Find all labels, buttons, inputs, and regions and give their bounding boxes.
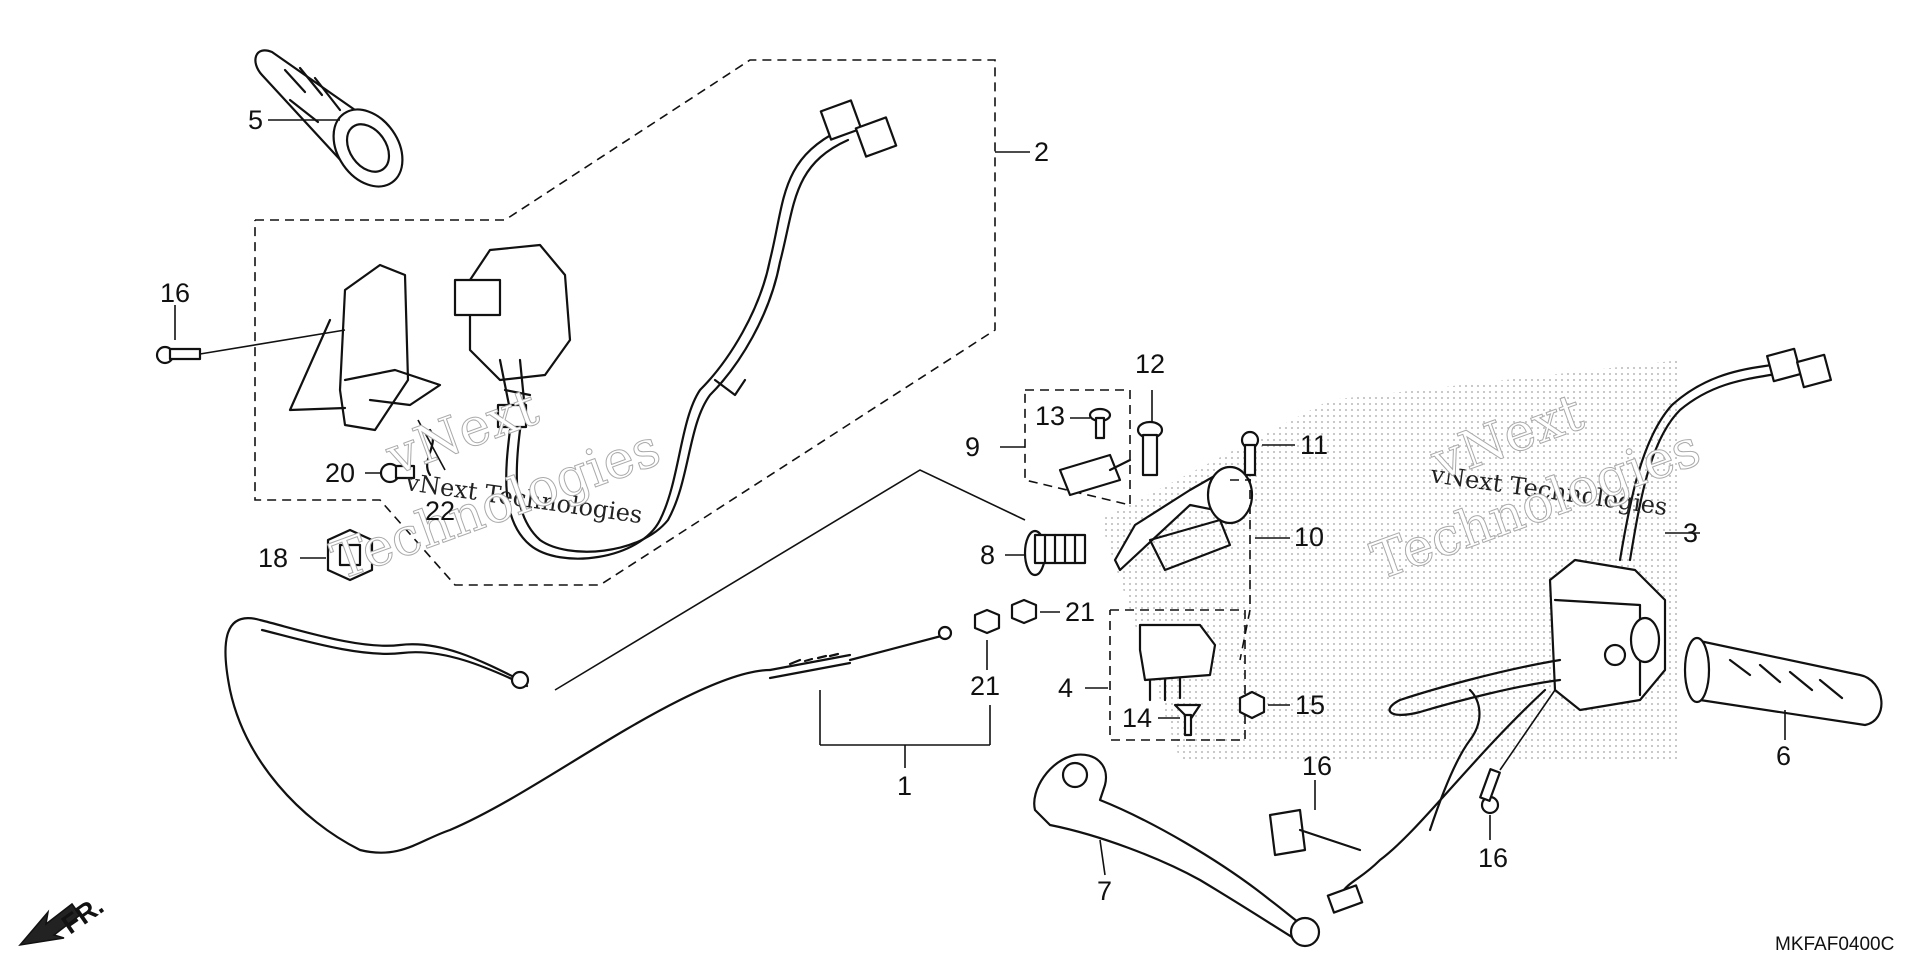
callout-5: 5 (248, 105, 263, 135)
right-switch-housing (1548, 558, 1667, 712)
callout-16-right: 16 (1478, 843, 1508, 873)
bolt-16-right (1479, 768, 1501, 815)
left-harness (505, 128, 842, 560)
screw-14 (1173, 703, 1202, 737)
callout-16-left: 16 (160, 278, 190, 308)
front-label: FR. (56, 890, 109, 940)
callout-3: 3 (1683, 518, 1698, 548)
bolt-16-left (155, 345, 202, 365)
callout-22: 22 (425, 496, 455, 526)
callout-1: 1 (897, 771, 912, 801)
front-arrow-icon (18, 902, 82, 947)
callout-2: 2 (1034, 137, 1049, 167)
nut-21a (1010, 598, 1038, 625)
left-switch-cover (288, 263, 442, 432)
callout-10: 10 (1294, 522, 1324, 552)
nut-15 (1238, 690, 1266, 720)
callout-13: 13 (1035, 401, 1065, 431)
nut-21b (973, 608, 1001, 635)
callout-18: 18 (258, 543, 288, 573)
bolt-11 (1240, 430, 1260, 477)
clutch-lever-7 (1033, 753, 1321, 948)
switch-plate-9 (1058, 453, 1132, 497)
right-grip (1683, 636, 1883, 727)
callout-7: 7 (1097, 876, 1112, 906)
switch-4 (1138, 623, 1217, 702)
callout-17: 16 (1302, 751, 1332, 781)
diagram-code: MKFAF0400C (1775, 934, 1894, 955)
callout-9: 9 (965, 432, 980, 462)
callout-12: 12 (1135, 349, 1165, 379)
group-outline-2 (254, 59, 996, 586)
callout-15: 15 (1295, 690, 1325, 720)
clamp-18 (326, 528, 374, 582)
screw-13 (1088, 407, 1112, 440)
clutch-cable (224, 617, 772, 854)
clip-17 (1268, 808, 1362, 857)
callout-20: 20 (325, 458, 355, 488)
callout-6: 6 (1776, 741, 1791, 771)
adjuster-8 (1023, 529, 1087, 577)
callout-11: 11 (1300, 430, 1328, 460)
callout-21-lower: 21 (970, 671, 1000, 701)
callout-14: 14 (1122, 703, 1152, 733)
lever-bracket-10 (1113, 465, 1254, 572)
left-switch-housing (453, 243, 572, 429)
callout-4: 4 (1058, 673, 1073, 703)
callout-21-right: 21 (1065, 597, 1095, 627)
callout-8: 8 (980, 540, 995, 570)
bolt-12 (1136, 420, 1164, 477)
left-grip (254, 49, 404, 188)
